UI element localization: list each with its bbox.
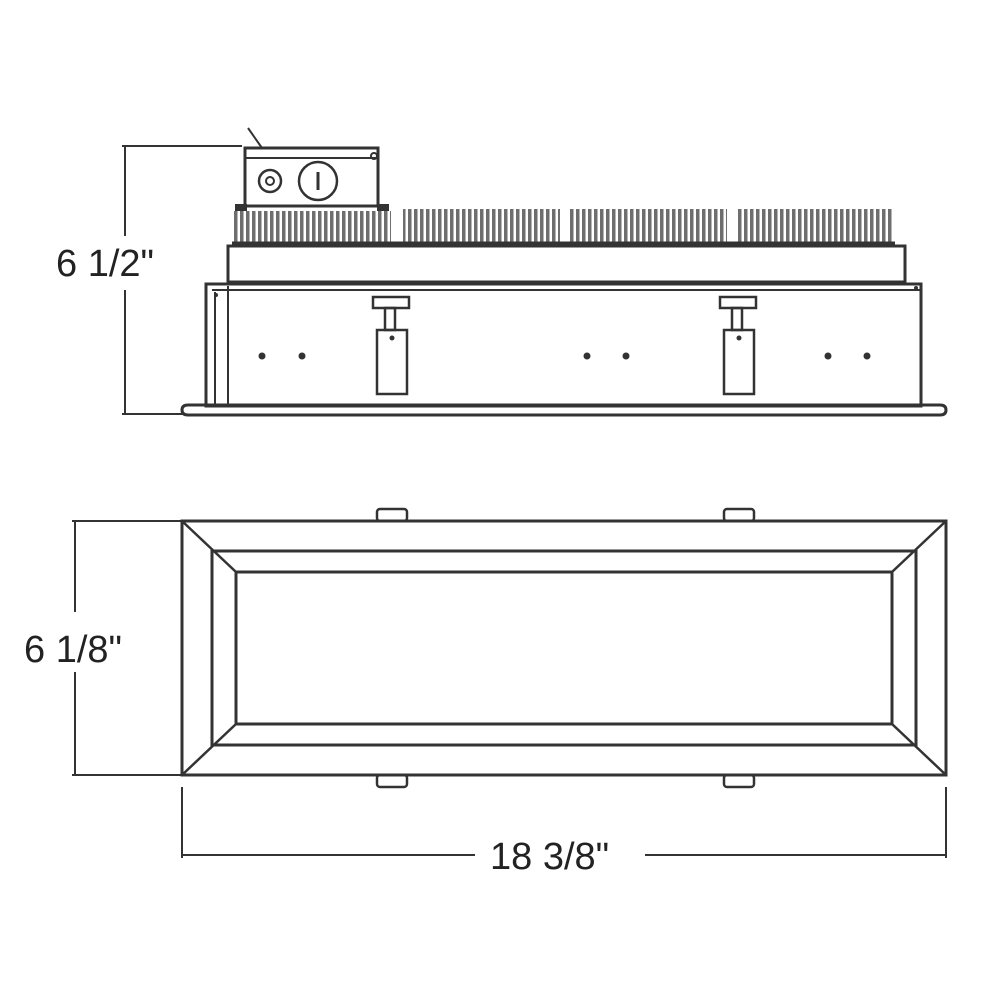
heat-sink-fin-group [570, 209, 727, 242]
junction-box-clip-left [235, 204, 247, 212]
junction-box-clip-right [377, 204, 389, 212]
depth-dimension: 6 1/8" [24, 520, 181, 776]
lens-aperture [234, 570, 894, 726]
main-housing [204, 282, 923, 408]
length-dimension: 18 3/8" [181, 787, 947, 878]
heat-sink [232, 209, 895, 245]
housing-body [204, 282, 923, 408]
bevel-corners [181, 520, 947, 776]
heat-sink-fin-group [736, 209, 893, 242]
mounting-tab [722, 507, 756, 523]
plan-view: 6 1/8" 18 3/8" [24, 507, 948, 878]
junction-box [235, 127, 389, 212]
housing-rivet [914, 286, 918, 290]
junction-box-wire [247, 127, 263, 149]
mounting-tab [375, 773, 409, 789]
trim-flange [180, 403, 948, 417]
knockout-icon [257, 168, 283, 194]
housing-rivet [214, 293, 218, 297]
mounting-tab [375, 507, 409, 523]
length-dimension-label: 18 3/8" [490, 836, 609, 878]
side-elevation-view: 6 1/2" [56, 127, 948, 417]
mounting-clip-left [371, 295, 411, 396]
heat-sink-fin-group [403, 209, 560, 242]
junction-box-screw [370, 152, 378, 160]
mounting-clip-right [718, 295, 758, 396]
junction-box-body [243, 146, 380, 208]
mounting-tab [722, 773, 756, 789]
height-dimension: 6 1/2" [56, 145, 242, 415]
trim-outer [180, 519, 948, 777]
height-dimension-label: 6 1/2" [56, 243, 154, 285]
knockout-icon [297, 160, 339, 202]
heat-sink-fin-group [234, 211, 391, 242]
depth-dimension-label: 6 1/8" [24, 629, 122, 671]
trim-bevel [210, 549, 918, 747]
screw-holes [258, 352, 871, 360]
upper-housing [226, 244, 907, 284]
